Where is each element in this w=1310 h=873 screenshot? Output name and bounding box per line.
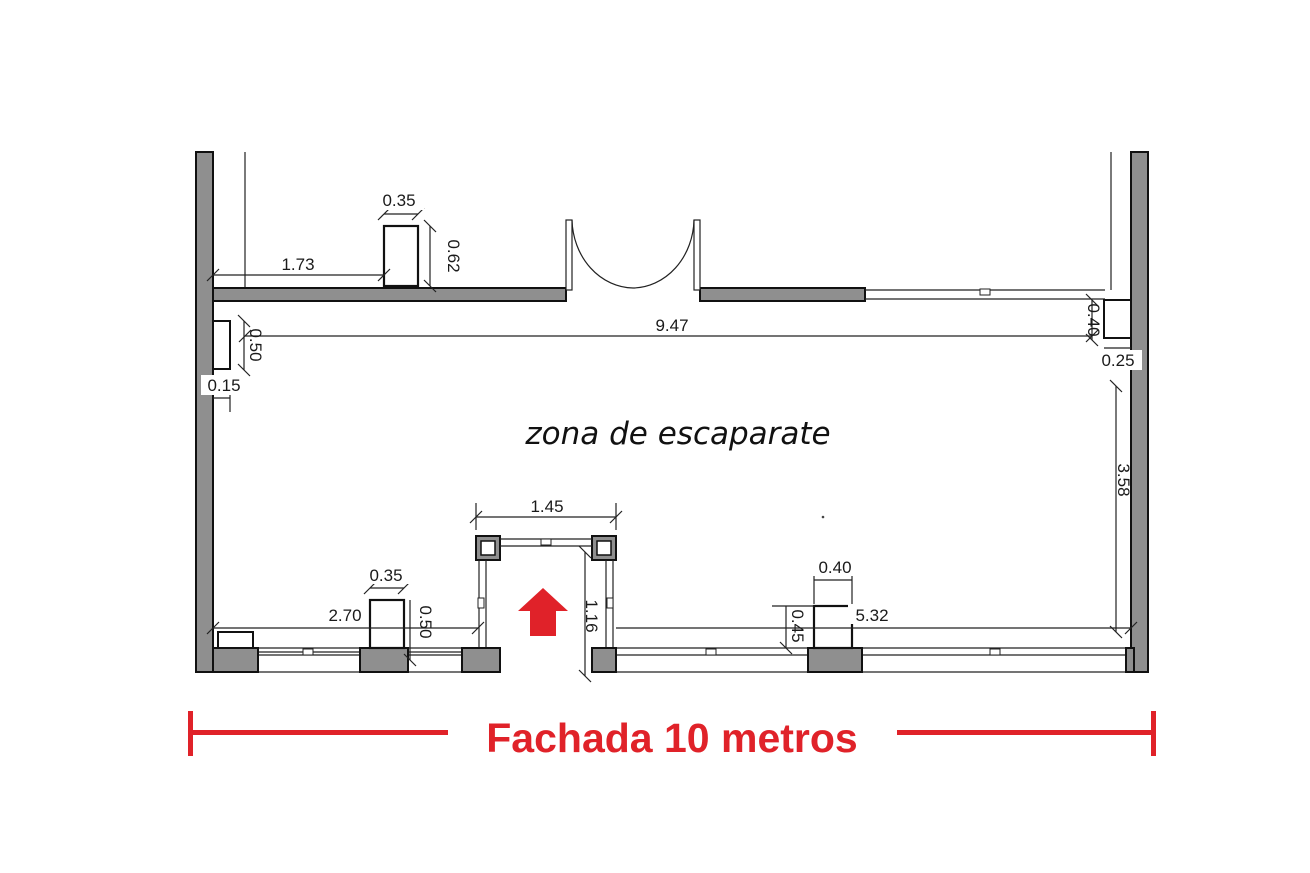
dim-text: 0.40 bbox=[818, 558, 851, 577]
dim-lower-right-block-depth: 0.45 bbox=[772, 605, 814, 655]
upper-wall-right bbox=[699, 287, 866, 302]
dim-text: 1.16 bbox=[582, 599, 601, 632]
dim-text: 0.15 bbox=[207, 376, 240, 395]
dim-text: 0.50 bbox=[416, 605, 435, 638]
dim-text: 0.25 bbox=[1101, 351, 1134, 370]
dim-left-block-width: 0.15 bbox=[201, 375, 247, 412]
dim-text: 1.45 bbox=[530, 497, 563, 516]
facade-label: Fachada 10 metros bbox=[486, 715, 857, 761]
upper-wall-left bbox=[212, 287, 567, 302]
dim-lower-left-block-width: 0.35 bbox=[360, 564, 412, 595]
dim-upper-block-depth: 0.62 bbox=[423, 219, 463, 293]
dim-text: 5.32 bbox=[855, 606, 888, 625]
dim-text: 0.35 bbox=[369, 566, 402, 585]
upper-pillar bbox=[382, 224, 420, 288]
dim-lower-left-offset: 2.70 bbox=[206, 604, 485, 635]
dim-text: 2.70 bbox=[328, 606, 361, 625]
lower-left-pillar bbox=[368, 598, 406, 650]
dim-left-block-depth: 0.50 bbox=[237, 314, 265, 377]
dim-entrance-width: 1.45 bbox=[469, 497, 623, 530]
left-outer-wall bbox=[195, 151, 214, 673]
right-outer-wall bbox=[1130, 151, 1149, 673]
zone-label: zona de escaparate bbox=[524, 416, 830, 452]
facade-tick-left bbox=[188, 711, 193, 756]
dim-text: 3.58 bbox=[1114, 463, 1133, 496]
dim-entrance-depth: 1.16 bbox=[578, 545, 601, 683]
right-wall-niche bbox=[1103, 299, 1132, 339]
dim-text: 1.73 bbox=[281, 255, 314, 274]
dim-upper-block-width: 0.35 bbox=[374, 190, 425, 221]
facade-line-right bbox=[897, 730, 1155, 735]
facade-window-right bbox=[616, 647, 1131, 673]
facade-line-left bbox=[191, 730, 448, 735]
dim-text: 0.50 bbox=[246, 328, 265, 361]
dim-lower-right-block-width: 0.40 bbox=[810, 556, 860, 604]
facade-pillars bbox=[212, 647, 1135, 673]
lower-right-pillar bbox=[812, 604, 854, 650]
entrance-arrow-icon bbox=[518, 588, 568, 636]
dim-text: 0.35 bbox=[382, 191, 415, 210]
dim-right-depth: 3.58 bbox=[1109, 379, 1133, 639]
dim-right-block-depth: 0.40 bbox=[1084, 293, 1103, 347]
dim-left-offset: 1.73 bbox=[206, 255, 391, 282]
dim-text: 0.62 bbox=[444, 239, 463, 272]
facade-tick-right bbox=[1151, 711, 1156, 756]
dim-lower-left-block-depth: 0.50 bbox=[403, 600, 435, 667]
entrance-vestibule bbox=[475, 535, 617, 648]
dim-text: 9.47 bbox=[655, 316, 688, 335]
dim-right-block-width: 0.25 bbox=[1096, 347, 1142, 370]
dim-interior-width: 9.47 bbox=[238, 316, 1099, 343]
plan-dot bbox=[821, 515, 825, 519]
corner-box bbox=[217, 631, 254, 649]
left-wall-niche bbox=[212, 320, 231, 370]
dim-text: 0.45 bbox=[788, 609, 807, 642]
double-door bbox=[565, 219, 701, 291]
facade-dimension: Fachada 10 metros bbox=[188, 711, 1156, 761]
upper-window bbox=[865, 288, 1105, 300]
dim-lower-right-offset: 5.32 bbox=[616, 604, 1138, 635]
dim-text: 0.40 bbox=[1084, 303, 1103, 336]
